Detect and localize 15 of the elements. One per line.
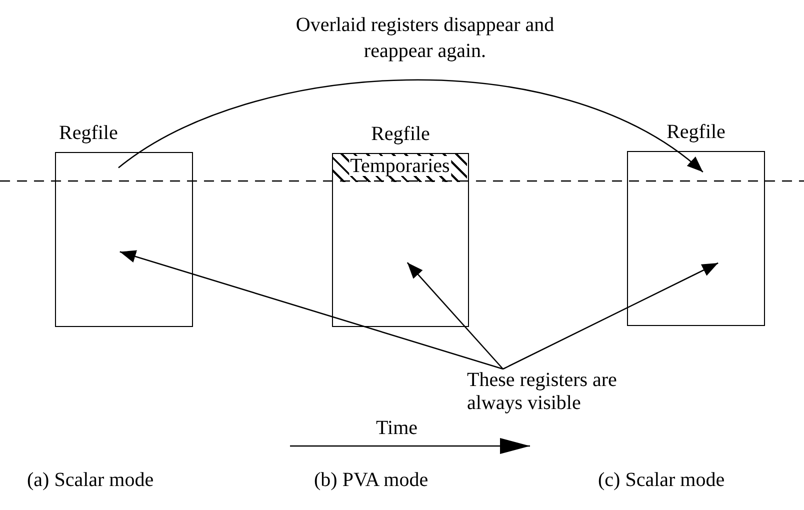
leader-arrow (120, 250, 504, 370)
box-heading: Regfile (371, 124, 430, 144)
annotation-text: These registers are always visible (467, 369, 618, 415)
panel-caption: (b) PVA mode (314, 470, 428, 490)
panel-caption: (a) Scalar mode (27, 470, 154, 490)
box-heading: Regfile (59, 123, 118, 143)
curved-arrow (118, 79, 704, 173)
temporaries-band (333, 154, 467, 182)
box-heading: Regfile (666, 122, 726, 142)
leader-arrow (406, 262, 504, 370)
edge-label: Overlaid registers disappear and reappear again. (294, 13, 556, 64)
band-label: Temporaries (349, 156, 451, 176)
panel-caption: (c) Scalar mode (598, 470, 725, 490)
leader-arrow (502, 262, 718, 370)
axis-label: Time (376, 418, 418, 438)
